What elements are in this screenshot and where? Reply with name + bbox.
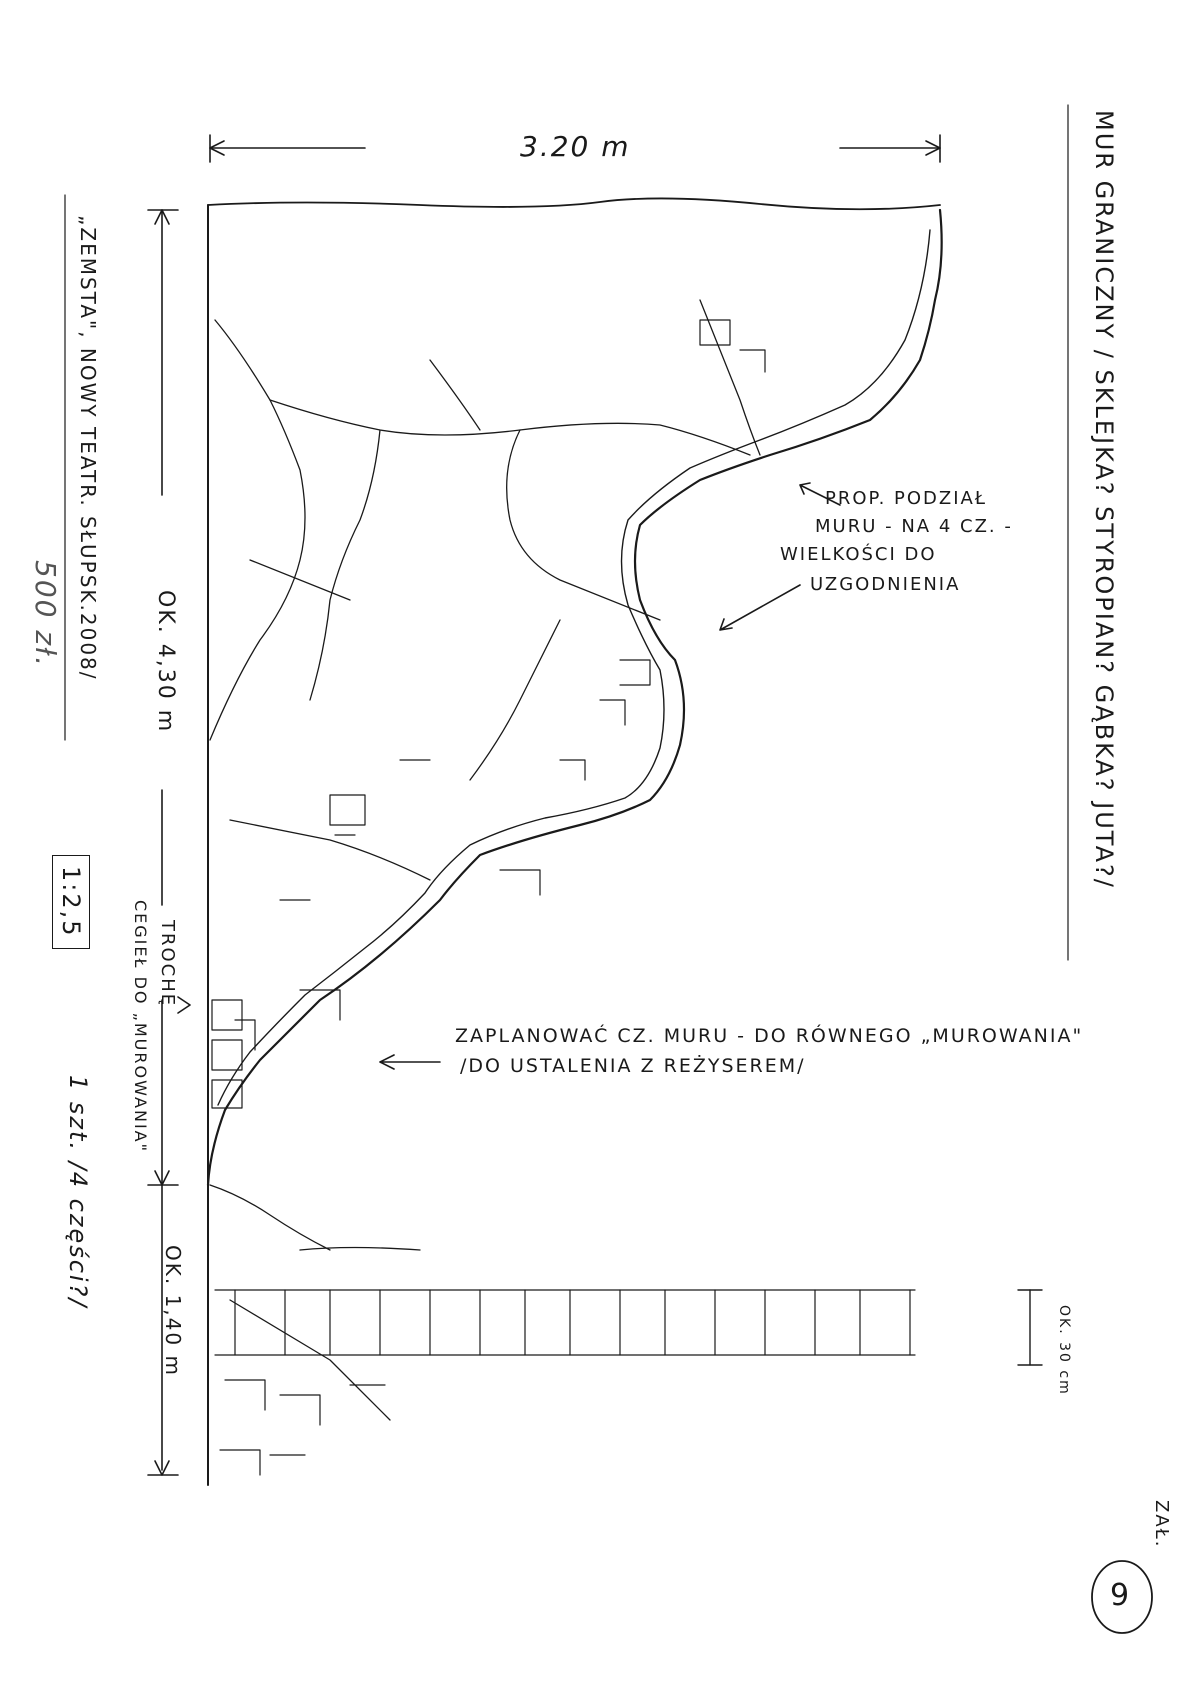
lower-dimension-label: OK. 1,40 m — [161, 1245, 185, 1377]
division-note-line3: WIELKOŚCI DO — [780, 544, 937, 565]
brick-depth-marker — [1017, 1289, 1043, 1366]
attachment-circle — [1091, 1560, 1153, 1634]
production-label: „ZEMSTA", NOWY TEATR. SŁUPSK.2008/ — [76, 215, 100, 681]
cut-note-line2: CEGIEŁ DO „MUROWANIA" — [131, 900, 150, 1153]
height-dimension-line — [147, 209, 191, 1186]
wall-profile-inner — [217, 229, 931, 1106]
attachment-number: 9 — [1110, 1578, 1132, 1613]
lower-dimension-line — [147, 1184, 179, 1476]
wall-top-outline — [207, 197, 941, 211]
note-arrows — [379, 482, 841, 1070]
quantity-label: 1 szt. /4 części?/ — [64, 1075, 92, 1309]
width-dimension-label: 3.20 m — [520, 130, 631, 163]
price-label: 500 zł. — [29, 560, 62, 668]
scale-box: 1:2,5 — [52, 855, 90, 949]
lower-brick-band — [214, 1289, 916, 1476]
brickwork-note-line1: ZAPLANOWAĆ CZ. MURU - DO RÓWNEGO „MUROWA… — [455, 1025, 1084, 1047]
sheet-title: MUR GRANICZNY / SKLEJKA? STYROPIAN? GĄBK… — [1090, 110, 1118, 889]
brickwork-note-line2: /DO USTALENIA Z REŻYSEREM/ — [460, 1055, 806, 1077]
brick-marks — [211, 319, 766, 1109]
cut-note-line1: TROCHĘ — [157, 920, 178, 1008]
wall-profile-outline — [206, 208, 943, 1187]
attachment-label: ZAŁ. — [1151, 1500, 1172, 1549]
division-note-line4: UZGODNIENIA — [810, 574, 961, 595]
wall-cracks — [209, 299, 761, 1421]
height-dimension-label: OK. 4,30 m — [153, 590, 178, 734]
brick-depth-label: OK. 30 cm — [1056, 1305, 1072, 1396]
division-note-line1: PROP. PODZIAŁ — [825, 488, 987, 509]
division-note-line2: MURU - NA 4 CZ. - — [815, 516, 1013, 537]
width-dimension-line — [209, 134, 941, 163]
